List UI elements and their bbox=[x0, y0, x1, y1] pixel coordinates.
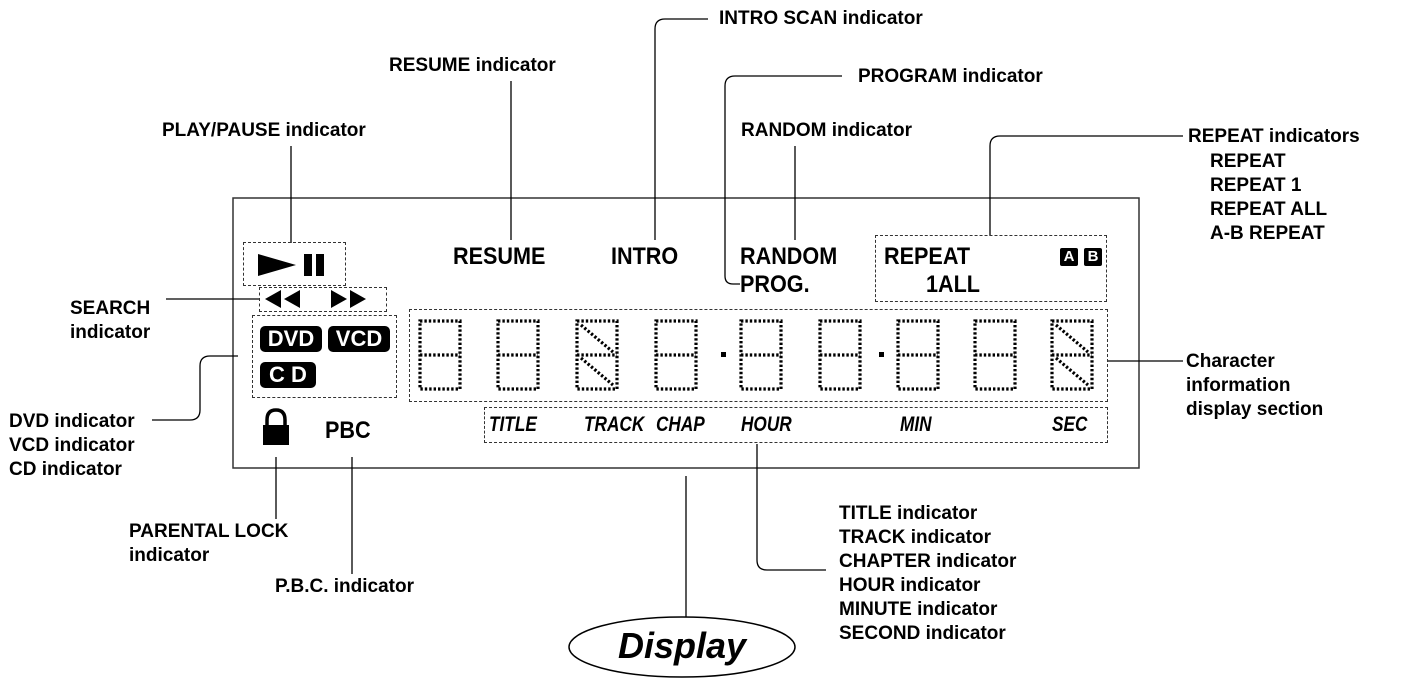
random-indicator: RANDOM bbox=[740, 243, 838, 270]
character-display-box bbox=[409, 309, 1108, 402]
colon-dot bbox=[721, 352, 726, 357]
segment-digit bbox=[654, 319, 698, 391]
title-indicator-label: TITLE indicator bbox=[839, 503, 978, 524]
repeat-list-item: REPEAT 1 bbox=[1210, 175, 1302, 196]
program-label: PROGRAM indicator bbox=[858, 66, 1043, 87]
pause-bars-icon bbox=[304, 254, 312, 276]
search-label-line: SEARCH bbox=[70, 298, 151, 319]
dvd-label: DVD indicator bbox=[9, 411, 135, 432]
repeat-a-indicator: A bbox=[1060, 248, 1078, 266]
search-label-line: indicator bbox=[70, 322, 151, 343]
title-indicator: TITLE bbox=[489, 413, 537, 436]
hour-indicator: HOUR bbox=[741, 413, 792, 436]
second-indicator-label: SECOND indicator bbox=[839, 623, 1006, 644]
random-label: RANDOM indicator bbox=[741, 120, 912, 141]
time-units-box bbox=[484, 407, 1108, 443]
chap-indicator: CHAP bbox=[656, 413, 705, 436]
character-info-line: information bbox=[1186, 375, 1291, 396]
vcd-label: VCD indicator bbox=[9, 435, 135, 456]
track-indicator-label: TRACK indicator bbox=[839, 527, 991, 548]
chapter-indicator-label: CHAPTER indicator bbox=[839, 551, 1017, 572]
segment-digit bbox=[1050, 319, 1094, 391]
repeat-indicators-list: REPEAT REPEAT 1 REPEAT ALL A-B REPEAT bbox=[1210, 150, 1327, 246]
track-indicator: TRACK bbox=[584, 413, 645, 436]
play-pause-label: PLAY/PAUSE indicator bbox=[162, 120, 366, 141]
fast-forward-icon bbox=[331, 290, 366, 308]
pbc-indicator: PBC bbox=[325, 417, 371, 444]
min-indicator: MIN bbox=[900, 413, 932, 436]
dvd-indicator: DVD bbox=[260, 326, 322, 352]
character-info-line: display section bbox=[1186, 399, 1324, 420]
character-info-line: Character bbox=[1186, 351, 1275, 372]
repeat-list-item: A-B REPEAT bbox=[1210, 223, 1325, 244]
display-caption: Display bbox=[617, 625, 747, 666]
repeat-box bbox=[875, 235, 1107, 302]
minute-indicator-label: MINUTE indicator bbox=[839, 599, 998, 620]
intro-scan-label: INTRO SCAN indicator bbox=[719, 8, 923, 29]
repeat-1all-indicator: 1ALL bbox=[926, 271, 980, 298]
repeat-list-item: REPEAT ALL bbox=[1210, 199, 1328, 220]
segment-digit bbox=[418, 319, 462, 391]
sec-indicator: SEC bbox=[1052, 413, 1088, 436]
prog-indicator: PROG. bbox=[740, 271, 810, 298]
hour-indicator-label: HOUR indicator bbox=[839, 575, 981, 596]
cd-indicator: C D bbox=[260, 362, 316, 388]
disc-type-box bbox=[252, 315, 397, 398]
play-triangle-icon bbox=[258, 254, 296, 276]
resume-label: RESUME indicator bbox=[389, 55, 556, 76]
vcd-indicator: VCD bbox=[328, 326, 390, 352]
repeat-list-item: REPEAT bbox=[1210, 151, 1286, 172]
segment-digit bbox=[896, 319, 940, 391]
play-pause-box bbox=[243, 242, 346, 286]
rewind-icon bbox=[265, 290, 300, 308]
segment-digit bbox=[739, 319, 783, 391]
character-info-label: Character information display section bbox=[1186, 350, 1323, 422]
pbc-label: P.B.C. indicator bbox=[275, 576, 415, 597]
intro-indicator: INTRO bbox=[611, 243, 679, 270]
parental-lock-label: PARENTAL LOCK indicator bbox=[129, 520, 288, 568]
disc-indicators-label: DVD indicator VCD indicator CD indicator bbox=[9, 410, 135, 482]
search-label: SEARCH indicator bbox=[70, 297, 150, 345]
parental-label-line: PARENTAL LOCK bbox=[129, 521, 289, 542]
display-caption-ellipse bbox=[568, 616, 796, 678]
time-unit-labels: TITLE indicator TRACK indicator CHAPTER … bbox=[839, 502, 1016, 646]
parental-label-line: indicator bbox=[129, 545, 210, 566]
resume-indicator: RESUME bbox=[453, 243, 546, 270]
search-box bbox=[259, 287, 387, 312]
segment-digit bbox=[818, 319, 862, 391]
colon-dot bbox=[879, 352, 884, 357]
repeat-b-indicator: B bbox=[1084, 248, 1102, 266]
segment-digit bbox=[973, 319, 1017, 391]
segment-digit bbox=[575, 319, 619, 391]
cd-label: CD indicator bbox=[9, 459, 122, 480]
display-panel-frame bbox=[232, 197, 1140, 469]
padlock-icon bbox=[263, 408, 289, 445]
leader-lines bbox=[152, 18, 1183, 630]
character-segments bbox=[418, 319, 1094, 391]
repeat-indicator: REPEAT bbox=[884, 243, 971, 270]
segment-digit bbox=[496, 319, 540, 391]
repeat-indicators-title: REPEAT indicators bbox=[1188, 126, 1360, 147]
